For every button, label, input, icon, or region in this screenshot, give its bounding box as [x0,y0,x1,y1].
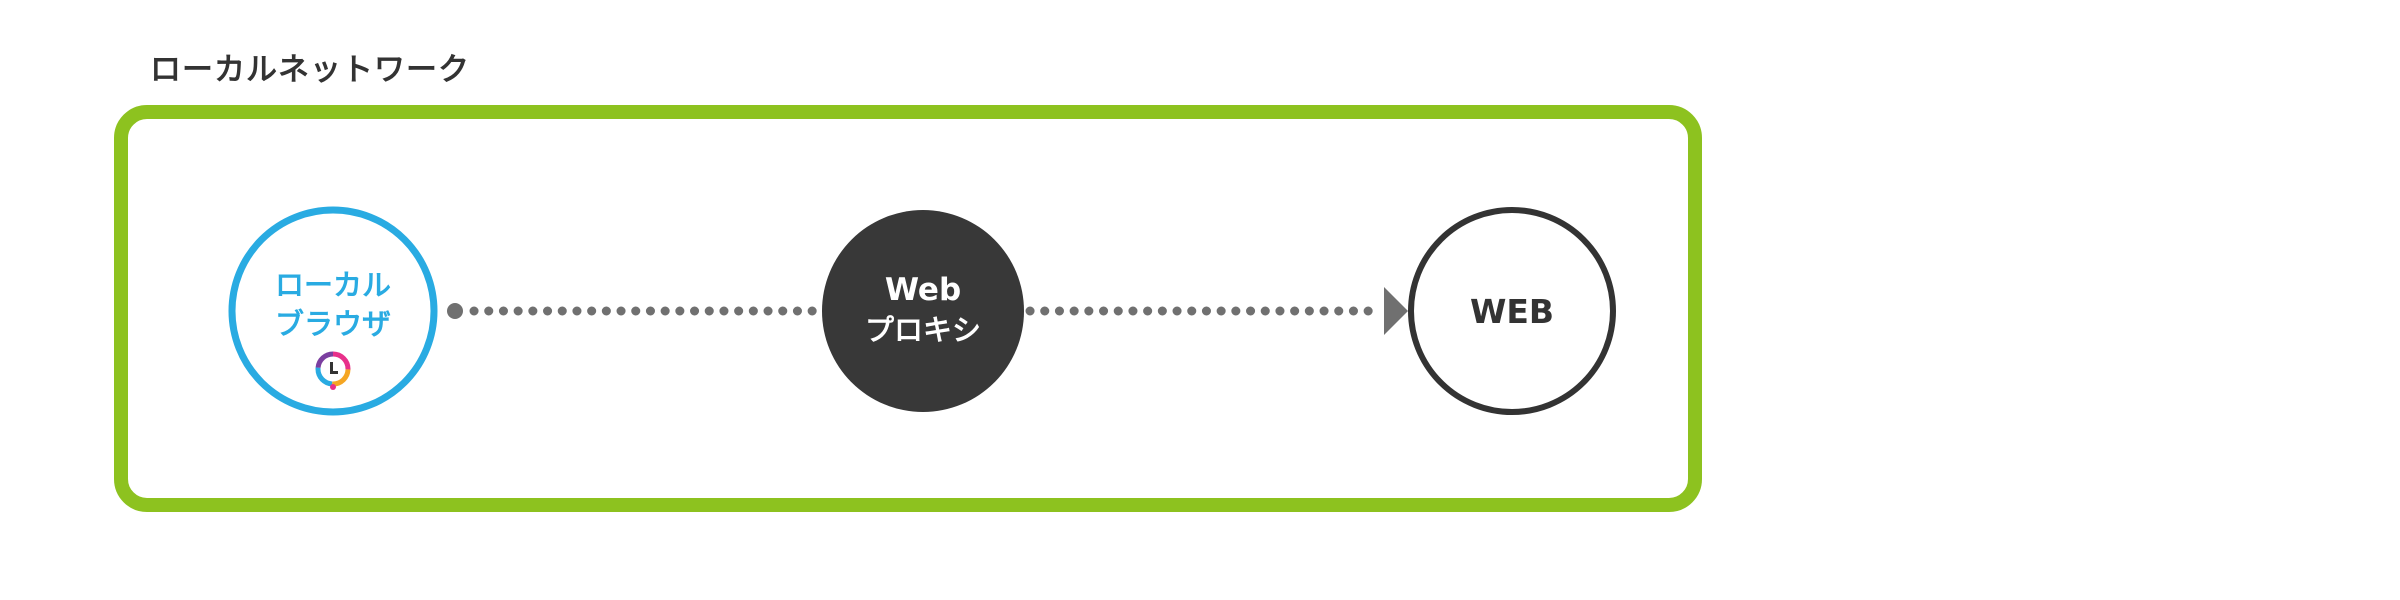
local-network-frame [114,105,1702,512]
connector-start-dot [447,303,463,319]
connector-browser-to-proxy [447,303,825,319]
web-proxy-node: Web プロキシ [822,210,1024,412]
web-circle [1408,207,1616,415]
web-node: WEB [1408,207,1616,415]
web-label: WEB [1470,292,1554,331]
local-browser-label-line1: ローカル [275,268,391,302]
arrowhead-icon [1384,287,1408,335]
local-browser-label-line2: ブラウザ [275,307,391,341]
connector-proxy-to-web [1025,287,1408,335]
web-proxy-label-line1: Web [885,272,961,308]
web-proxy-circle [822,210,1024,412]
browser-logo-icon [315,351,351,390]
web-proxy-label-line2: プロキシ [865,313,981,347]
local-network-title: ローカルネットワーク [150,52,470,88]
local-browser-circle [228,206,438,416]
local-browser-node: ローカル ブラウザ [228,206,438,416]
